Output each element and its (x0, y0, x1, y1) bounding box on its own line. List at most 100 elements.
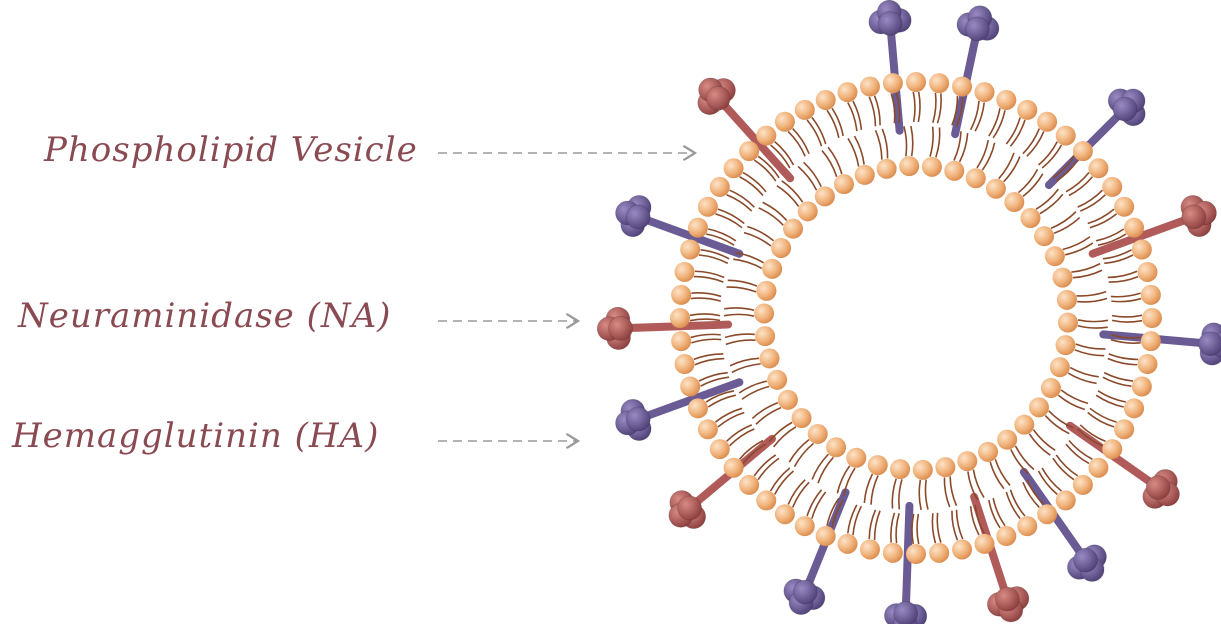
lipid-head-outer (698, 197, 718, 217)
lipid-head-outer (975, 534, 995, 554)
lipid-tail-outer (691, 298, 721, 301)
lipid-tail-inner (919, 480, 921, 510)
hemagglutinin-head (616, 399, 652, 440)
lipid-tail-outer (793, 129, 809, 154)
lipid-head-outer (860, 77, 880, 97)
lipid-head-inner (755, 326, 775, 346)
lipid-tail-inner (794, 443, 813, 466)
lipid-tail-inner (1078, 320, 1108, 322)
lipid-tail-inner (1015, 446, 1033, 470)
lipid-head-inner (978, 442, 998, 462)
lipid-tail-inner (1077, 299, 1107, 302)
lipid-head-outer (739, 475, 759, 495)
lipid-head-outer (837, 82, 857, 102)
lipid-tail-inner (1076, 292, 1106, 296)
lipid-head-outer (670, 308, 690, 328)
glycoprotein-subunit (878, 12, 902, 36)
lipid-tail-inner (1065, 243, 1093, 255)
lipid-tail-inner (744, 233, 771, 246)
lipid-tail-outer (1096, 229, 1124, 241)
lipid-tail-outer (917, 514, 919, 544)
lipid-tail-outer (932, 513, 935, 543)
lipid-tail-inner (822, 151, 837, 177)
lipid-tail-outer (1010, 490, 1024, 516)
lipid-head-inner (877, 159, 897, 179)
lipid-tail-outer (1039, 142, 1058, 165)
lipid-head-inner (759, 348, 779, 368)
lipid-head-outer (975, 82, 995, 102)
lipid-tail-inner (936, 127, 940, 157)
lipid-head-inner (826, 437, 846, 457)
lipid-tail-outer (1080, 195, 1105, 211)
hemagglutinin-head (784, 579, 825, 615)
lipid-head-inner (1014, 415, 1034, 435)
lipid-head-outer (1037, 504, 1057, 524)
lipid-tail-outer (1112, 315, 1142, 317)
lipid-tail-outer (869, 97, 875, 126)
neuraminidase-label: Neuraminidase (NA) (18, 296, 391, 336)
lipid-head-outer (1017, 100, 1037, 120)
lipid-head-outer (724, 158, 744, 178)
lipid-tail-outer (1042, 145, 1061, 168)
lipid-head-outer (1132, 239, 1152, 259)
lipid-head-outer (756, 126, 776, 146)
lipid-tail-outer (1023, 129, 1039, 154)
lipid-tail-outer (1090, 408, 1117, 422)
lipid-head-inner (1045, 246, 1065, 266)
lipid-tail-outer (788, 132, 805, 157)
lipid-head-outer (688, 218, 708, 238)
hemagglutinin-head (616, 195, 652, 236)
lipid-tail-inner (774, 427, 796, 447)
hemagglutinin-head (869, 0, 911, 35)
lipid-head-outer (883, 73, 903, 93)
glycoprotein-subunit (706, 86, 730, 110)
lipid-head-inner (944, 161, 964, 181)
hemagglutinin-head (1067, 545, 1106, 582)
lipid-head-inner (986, 179, 1006, 199)
lipid-tail-outer (691, 293, 721, 297)
lipid-tail-outer (775, 471, 794, 494)
lipid-tail-outer (754, 455, 775, 476)
lipid-tail-inner (999, 153, 1014, 179)
lipid-tail-outer (1027, 132, 1044, 157)
lipid-head-outer (860, 539, 880, 559)
lipid-head-outer (929, 73, 949, 93)
neuraminidase-head (1181, 195, 1217, 236)
lipid-bilayer (670, 72, 1162, 564)
lipid-head-outer (795, 100, 815, 120)
lipid-tail-outer (1111, 299, 1141, 302)
lipid-head-outer (1088, 458, 1108, 478)
lipid-tail-outer (875, 511, 881, 540)
glycoprotein-subunit (1074, 548, 1098, 572)
lipid-tail-inner (1076, 344, 1106, 349)
lipid-head-inner (1053, 268, 1073, 288)
lipid-tail-outer (827, 110, 839, 138)
lipid-tail-outer (989, 108, 1000, 136)
lipid-head-inner (957, 451, 977, 471)
glycoprotein-subunit (995, 587, 1019, 611)
neuraminidase-head (597, 307, 632, 349)
lipid-tail-inner (995, 459, 1010, 485)
lipid-tail-inner (871, 475, 878, 504)
glycoprotein-subunit (678, 496, 702, 520)
lipid-tail-outer (1066, 173, 1089, 192)
lipid-tail-inner (1019, 169, 1038, 192)
lipid-tail-inner (925, 480, 928, 510)
lipid-head-outer (688, 398, 708, 418)
lipid-head-inner (1057, 290, 1077, 310)
lipid-tail-inner (1071, 264, 1100, 272)
lipid-head-outer (996, 90, 1016, 110)
lipid-tail-outer (1006, 117, 1020, 144)
lipid-head-outer (816, 526, 836, 546)
lipid-head-inner (868, 455, 888, 475)
lipid-tail-inner (892, 479, 896, 509)
glycoprotein-subunit (626, 407, 650, 431)
lipid-head-inner (756, 281, 776, 301)
lipid-head-outer (1124, 398, 1144, 418)
lipid-tail-inner (727, 287, 757, 292)
lipid-tail-inner (855, 136, 865, 164)
lipid-tail-outer (912, 514, 914, 544)
lipid-tail-outer (1112, 320, 1142, 322)
lipid-tail-outer (690, 314, 720, 316)
glycoprotein-subunit (1198, 332, 1221, 356)
